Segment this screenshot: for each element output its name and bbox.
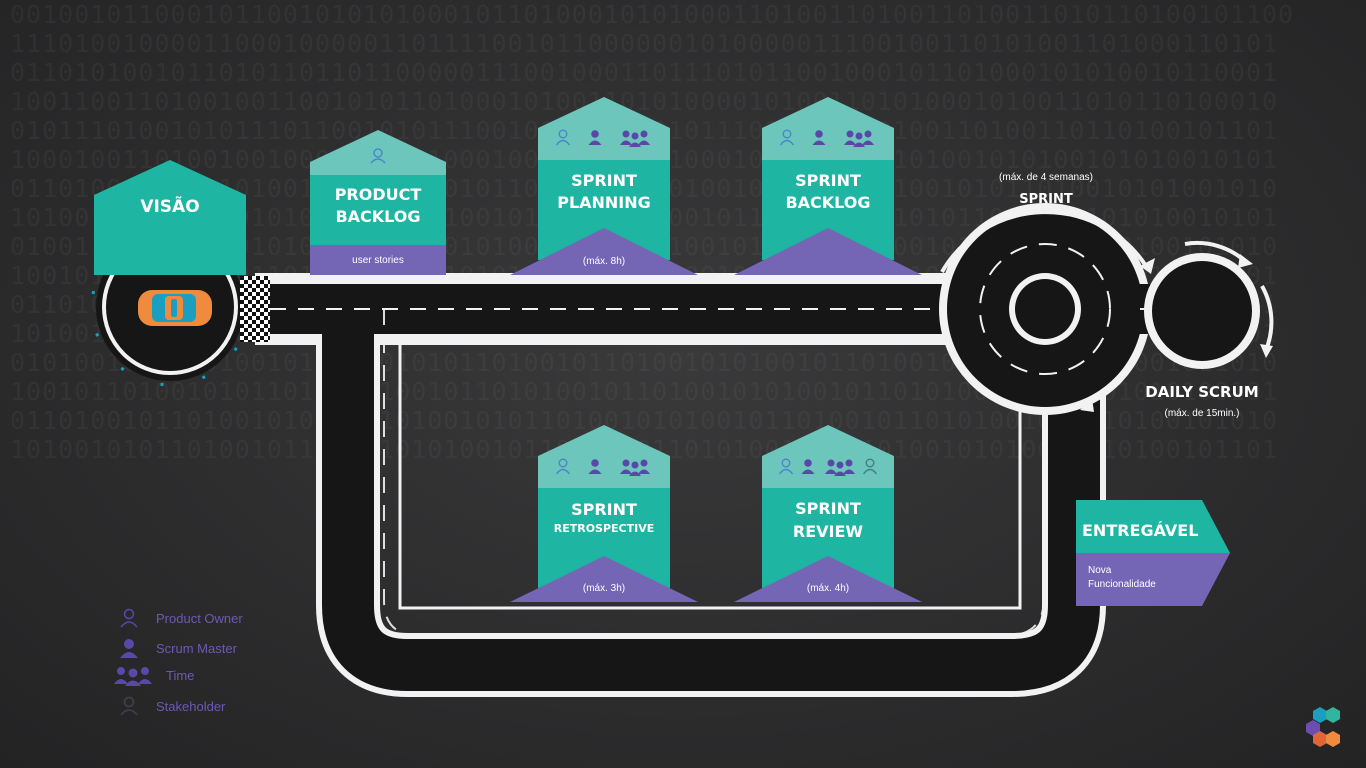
legend-item-stakeholder: Stakeholder [114,696,225,716]
stakeholder-icon [862,458,878,475]
binary-row: 0110101001011010110110110000011100100011… [0,58,1366,87]
daily-scrum-title: DAILY SCRUM [1145,383,1259,401]
scrum-master-icon [120,639,138,658]
scrum-master-icon [812,130,826,145]
legend-label: Product Owner [156,610,243,626]
product-owner-icon [555,129,571,146]
daily-scrum-arrow [1184,240,1274,358]
legend-label: Time [166,667,195,683]
sprint-roundabout [939,203,1151,415]
legend-item-team: Time [112,664,194,686]
sprint-backlog-title-line2: BACKLOG [785,192,871,212]
deliverable-sign [1076,500,1230,606]
sprint-planning-title-line1: SPRINT [571,171,637,190]
sprint-planning-footer: (máx. 8h) [582,256,626,267]
sprint-retrospective-footer: (máx. 3h) [582,583,626,594]
product-backlog-title-line2: BACKLOG [335,206,421,226]
sprint-arrow [940,210,1155,412]
scrum-master-icon [801,459,815,474]
binary-row: 0010010110001011001010101000101101000101… [0,0,1366,29]
deliverable-description: Nova Funcionalidade [1088,564,1198,592]
sprint-backlog-card [734,97,922,275]
sprint-retrospective-title-line2: RETROSPECTIVE [553,521,655,535]
sprint-retrospective-title-line1: SPRINT [571,500,637,519]
product-owner-icon [120,608,138,628]
product-backlog-title-line1: PRODUCT [334,185,422,204]
legend-label: Stakeholder [156,698,226,714]
legend-item-product-owner: Product Owner [114,608,243,628]
deliverable-line1: Nova [1088,565,1112,576]
sprint-review-title: SPRINT REVIEW [762,500,894,540]
product-owner-icon [779,129,795,146]
sprint-review-card [734,425,922,602]
start-flag [240,276,270,342]
team-icon [620,459,650,476]
sprint-backlog-title-line1: SPRINT [795,171,861,190]
team-icon [825,459,855,476]
stakeholder-icon [120,696,138,716]
sprint-review-title-line1: SPRINT [795,499,861,518]
product-backlog-footer: user stories [352,255,404,266]
team-icon [844,130,874,147]
legend-label: Scrum Master [156,640,237,656]
scrum-master-icon [588,130,602,145]
car-icon [138,290,212,326]
sprint-planning-title-line2: PLANNING [557,192,651,212]
product-owner-icon [370,148,386,164]
daily-scrum-roundabout [1130,253,1260,369]
vision-title: VISÃO [140,197,200,217]
team-icon [620,130,650,147]
team-icon [114,667,152,686]
sprint-backlog-title: SPRINT BACKLOG [762,172,894,211]
product-owner-icon [555,458,571,475]
vision-card [94,160,246,275]
sprint-review-footer: (máx. 4h) [806,583,850,594]
sprint-retrospective-title: SPRINT RETROSPECTIVE [538,501,670,535]
deliverable-title: ENTREGÁVEL [1082,521,1199,540]
road [255,284,1100,691]
sprint-duration: (máx. de 4 semanas) [999,172,1093,183]
sprint-planning-title: SPRINT PLANNING [538,172,670,211]
binary-row: 1001100110100100110010101101000101001101… [0,87,1366,116]
scrum-master-icon [588,459,602,474]
logo-icon [1306,707,1340,747]
legend-item-scrum-master: Scrum Master [114,638,237,658]
product-backlog-title: PRODUCT BACKLOG [310,186,446,225]
product-owner-icon [778,458,794,475]
daily-scrum-duration: (máx. de 15min.) [1164,408,1240,419]
sprint-review-title-line2: REVIEW [792,521,864,541]
binary-row: 1110100100001100010000011011110010110000… [0,29,1366,58]
sprint-loop-title: SPRINT [1019,192,1073,207]
deliverable-line2: Funcionalidade [1088,579,1156,590]
product-backlog-card [310,130,446,275]
